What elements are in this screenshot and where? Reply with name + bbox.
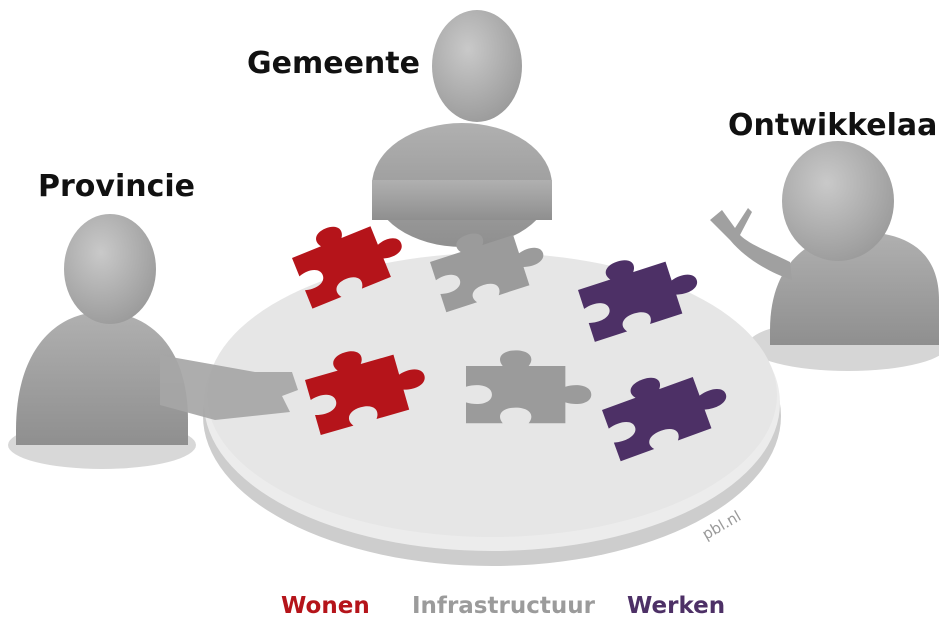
label-gemeente: Gemeente bbox=[247, 46, 420, 81]
legend-werken: Werken bbox=[627, 593, 725, 617]
label-ontwikkelaar: Ontwikkelaar bbox=[728, 108, 939, 143]
person-provincie bbox=[8, 214, 298, 469]
person-ontwikkelaar bbox=[710, 141, 939, 371]
person-icon bbox=[710, 141, 939, 371]
legend-infrastructuur: Infrastructuur bbox=[412, 593, 596, 617]
person-icon bbox=[8, 214, 298, 469]
label-provincie: Provincie bbox=[38, 169, 195, 204]
legend: Wonen Infrastructuur Werken bbox=[281, 593, 725, 617]
person-icon bbox=[372, 10, 552, 247]
person-gemeente bbox=[372, 10, 552, 247]
legend-wonen: Wonen bbox=[281, 593, 370, 617]
